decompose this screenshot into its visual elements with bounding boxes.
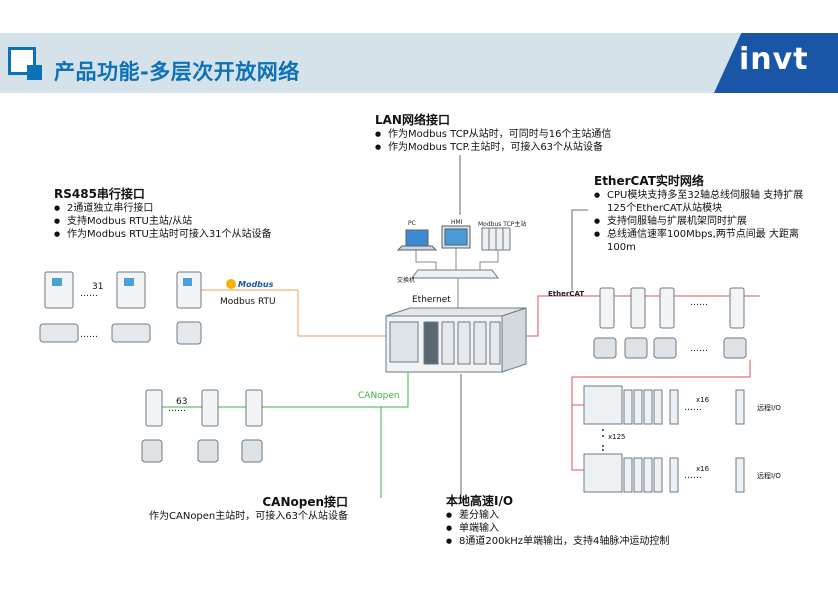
ethernet-label: Ethernet bbox=[412, 295, 451, 305]
lan-callout: LAN网络接口 作为Modbus TCP从站时，可同时与16个主站通信 作为Mo… bbox=[375, 113, 675, 154]
ethercat-logo: EtherCAT bbox=[548, 290, 585, 298]
remote-io-rack bbox=[583, 385, 745, 425]
modbus-tcp-master-icon bbox=[481, 227, 511, 251]
rs485-drive bbox=[44, 271, 202, 309]
canopen-heading: CANopen接口 bbox=[262, 495, 348, 509]
modbus-tcp-master-label: Modbus TCP主站 bbox=[478, 221, 527, 228]
remote-io-label: 远程I/O bbox=[757, 404, 781, 412]
remote-io-label: 远程I/O bbox=[757, 472, 781, 480]
x16-label: x16 bbox=[696, 465, 710, 473]
rs485-item: 作为Modbus RTU主站时可接入31个从站设备 bbox=[54, 228, 324, 241]
remote-io-rack bbox=[583, 453, 745, 493]
ethercat-item: 总线通信速率100Mbps,两节点间最 大距离100m bbox=[594, 228, 816, 254]
rs485-item: 2通道独立串行接口 bbox=[54, 202, 324, 215]
rs485-callout: RS485串行接口 2通道独立串行接口 支持Modbus RTU主站/从站 作为… bbox=[54, 187, 324, 241]
ethercat-callout: EtherCAT实时网络 CPU模块支持多至32轴总线伺服轴 支持扩展125个E… bbox=[594, 174, 816, 254]
plc-controller bbox=[385, 307, 527, 373]
modbus-rtu-line bbox=[192, 289, 386, 337]
canopen-desc: 作为CANopen主站时，可接入63个从站设备 bbox=[149, 511, 348, 522]
local-io-item: 差分输入 bbox=[446, 509, 726, 522]
canopen-callout: CANopen接口 作为CANopen主站时，可接入63个从站设备 bbox=[120, 495, 348, 523]
local-io-item: 8通道200kHz单端输出，支持4轴脉冲运动控制 bbox=[446, 535, 726, 548]
dots-label: …… bbox=[684, 403, 702, 413]
ethercat-heading: EtherCAT实时网络 bbox=[594, 174, 704, 188]
ethercat-motor bbox=[593, 337, 747, 359]
local-io-item: 单端输入 bbox=[446, 522, 726, 535]
local-io-heading: 本地高速I/O bbox=[446, 494, 514, 508]
pc-icon bbox=[396, 229, 438, 251]
dots-label: …… bbox=[80, 330, 98, 340]
rs485-heading: RS485串行接口 bbox=[54, 187, 145, 201]
ethercat-item: CPU模块支持多至32轴总线伺服轴 支持扩展125个EtherCAT从站模块 bbox=[594, 189, 816, 215]
canopen-line bbox=[148, 370, 409, 498]
hmi-label: HMI bbox=[451, 219, 463, 226]
modbus-logo-icon bbox=[226, 279, 236, 289]
ethercat-drive bbox=[599, 287, 745, 329]
canopen-drive bbox=[145, 389, 263, 427]
rs485-motor bbox=[39, 321, 202, 345]
count-31-label: 31 bbox=[92, 282, 104, 292]
page-title: 产品功能-多层次开放网络 bbox=[54, 60, 300, 84]
modbus-logo: Modbus bbox=[238, 280, 274, 289]
dots-label: …… bbox=[80, 289, 98, 299]
x16-label: x16 bbox=[696, 396, 710, 404]
x125-label: x125 bbox=[608, 433, 626, 441]
header-bar bbox=[0, 33, 838, 93]
dots-label: …… bbox=[690, 298, 708, 308]
count-63-label: 63 bbox=[176, 397, 188, 407]
switch-label: 交换机 bbox=[397, 277, 416, 284]
lan-item: 作为Modbus TCP从站时，可同时与16个主站通信 bbox=[375, 128, 675, 141]
local-io-callout: 本地高速I/O 差分输入 单端输入 8通道200kHz单端输出，支持4轴脉冲运动… bbox=[446, 494, 726, 548]
dots-label: …… bbox=[690, 344, 708, 354]
canopen-motor bbox=[141, 439, 263, 463]
switch-icon bbox=[411, 269, 499, 279]
vertical-dots bbox=[602, 429, 604, 451]
modbus-rtu-label: Modbus RTU bbox=[220, 297, 276, 307]
title-square-fill-icon bbox=[27, 65, 42, 80]
hmi-icon bbox=[441, 225, 471, 249]
callout-lines bbox=[459, 155, 588, 495]
dots-label: …… bbox=[684, 471, 702, 481]
lan-item: 作为Modbus TCP.主站时，可接入63个从站设备 bbox=[375, 141, 675, 154]
pc-label: PC bbox=[408, 220, 416, 227]
brand-logo: invt bbox=[739, 42, 809, 77]
canopen-label: CANopen bbox=[358, 391, 400, 401]
rs485-item: 支持Modbus RTU主站/从站 bbox=[54, 215, 324, 228]
ethercat-item: 支持伺服轴与扩展机架同时扩展 bbox=[594, 215, 816, 228]
dots-label: …… bbox=[168, 404, 186, 414]
lan-heading: LAN网络接口 bbox=[375, 113, 450, 127]
